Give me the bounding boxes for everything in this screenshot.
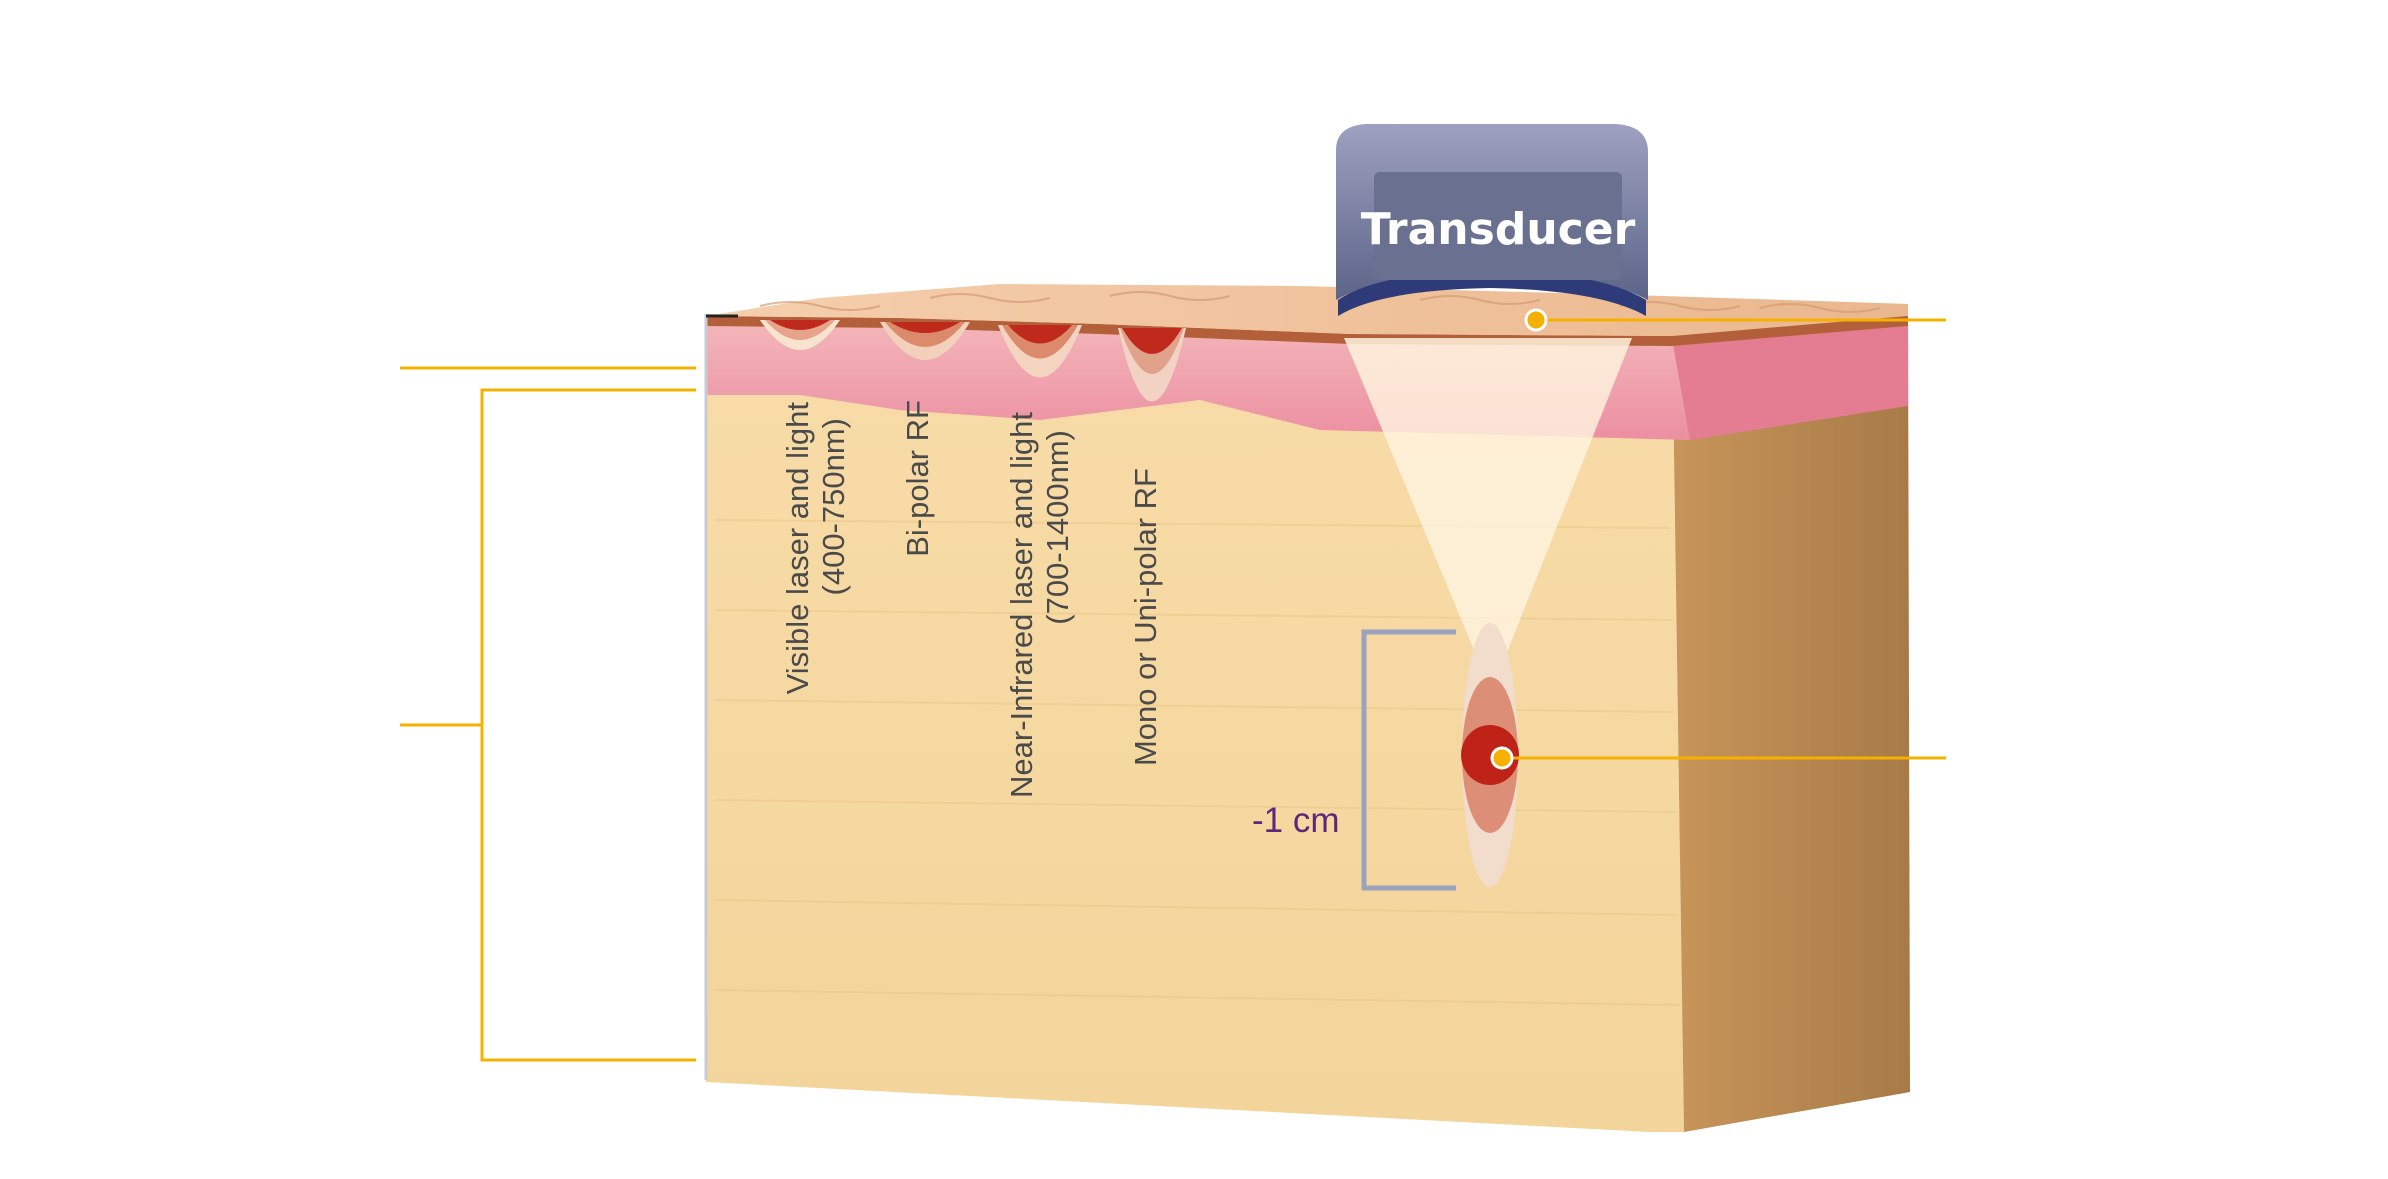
label-near-infrared-line1: Near-Infrared laser and light bbox=[1004, 412, 1039, 798]
modality-labels: Visible laser and light (400-750nm) Bi-p… bbox=[780, 400, 1163, 798]
zone-visible-laser bbox=[760, 320, 840, 350]
callout-dot-focal-point bbox=[1490, 746, 1514, 770]
zone-monopolar-rf bbox=[1118, 328, 1186, 402]
focal-thermal-lesion bbox=[1461, 623, 1519, 887]
zone-bipolar-rf bbox=[880, 322, 970, 360]
tissue-side-face bbox=[1672, 308, 1910, 1132]
callout-lines bbox=[400, 318, 1946, 1062]
depth-bracket bbox=[1361, 629, 1456, 891]
label-monopolar-rf: Mono or Uni-polar RF bbox=[1128, 468, 1163, 766]
transducer-face bbox=[1338, 270, 1646, 316]
dermis-layer-side bbox=[1672, 318, 1908, 440]
transducer-label: Transducer bbox=[1361, 204, 1636, 255]
label-bipolar-rf: Bi-polar RF bbox=[900, 400, 935, 557]
label-visible-laser-line2: (400-750nm) bbox=[816, 418, 851, 595]
label-near-infrared-line2: (700-1400nm) bbox=[1040, 430, 1075, 625]
zone-near-infrared bbox=[998, 325, 1082, 378]
transducer-screen bbox=[1374, 172, 1622, 280]
callout-subcutaneous-bracket bbox=[480, 388, 696, 1062]
depth-label: -1 cm bbox=[1252, 801, 1340, 840]
surface-heating-zones bbox=[760, 320, 1186, 402]
transducer[interactable]: Transducer bbox=[1336, 124, 1648, 316]
callout-dot-transducer bbox=[1524, 308, 1548, 332]
ultrasound-beam bbox=[1344, 338, 1632, 650]
label-visible-laser-line1: Visible laser and light bbox=[780, 402, 815, 695]
